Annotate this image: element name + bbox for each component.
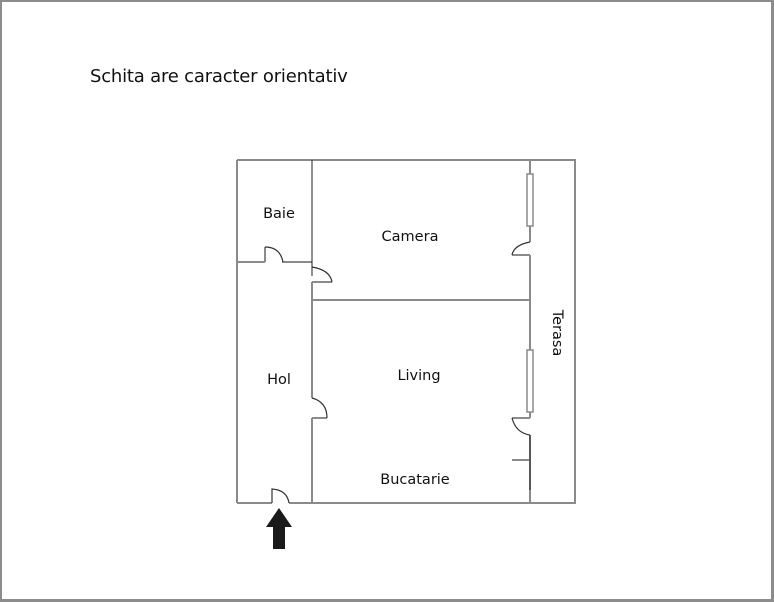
sketch-note-title: Schita are caracter orientativ bbox=[90, 66, 348, 87]
window-camera bbox=[526, 173, 534, 227]
door-camera-arc bbox=[311, 266, 333, 283]
room-label-camera: Camera bbox=[382, 229, 439, 245]
room-label-bucatarie: Bucatarie bbox=[380, 472, 450, 488]
window-living bbox=[526, 349, 534, 413]
room-label-hol: Hol bbox=[267, 372, 291, 388]
door-baie-arc bbox=[264, 246, 284, 263]
door-living-terrace-arc bbox=[511, 417, 531, 436]
door-entrance-arc bbox=[271, 488, 290, 504]
room-label-terasa: Terasa bbox=[549, 309, 565, 357]
room-label-baie: Baie bbox=[263, 206, 295, 222]
arrow-up-icon bbox=[266, 508, 292, 549]
door-living-arc bbox=[311, 397, 328, 419]
door-camera-terrace-arc bbox=[511, 241, 531, 256]
room-label-living: Living bbox=[397, 368, 440, 384]
